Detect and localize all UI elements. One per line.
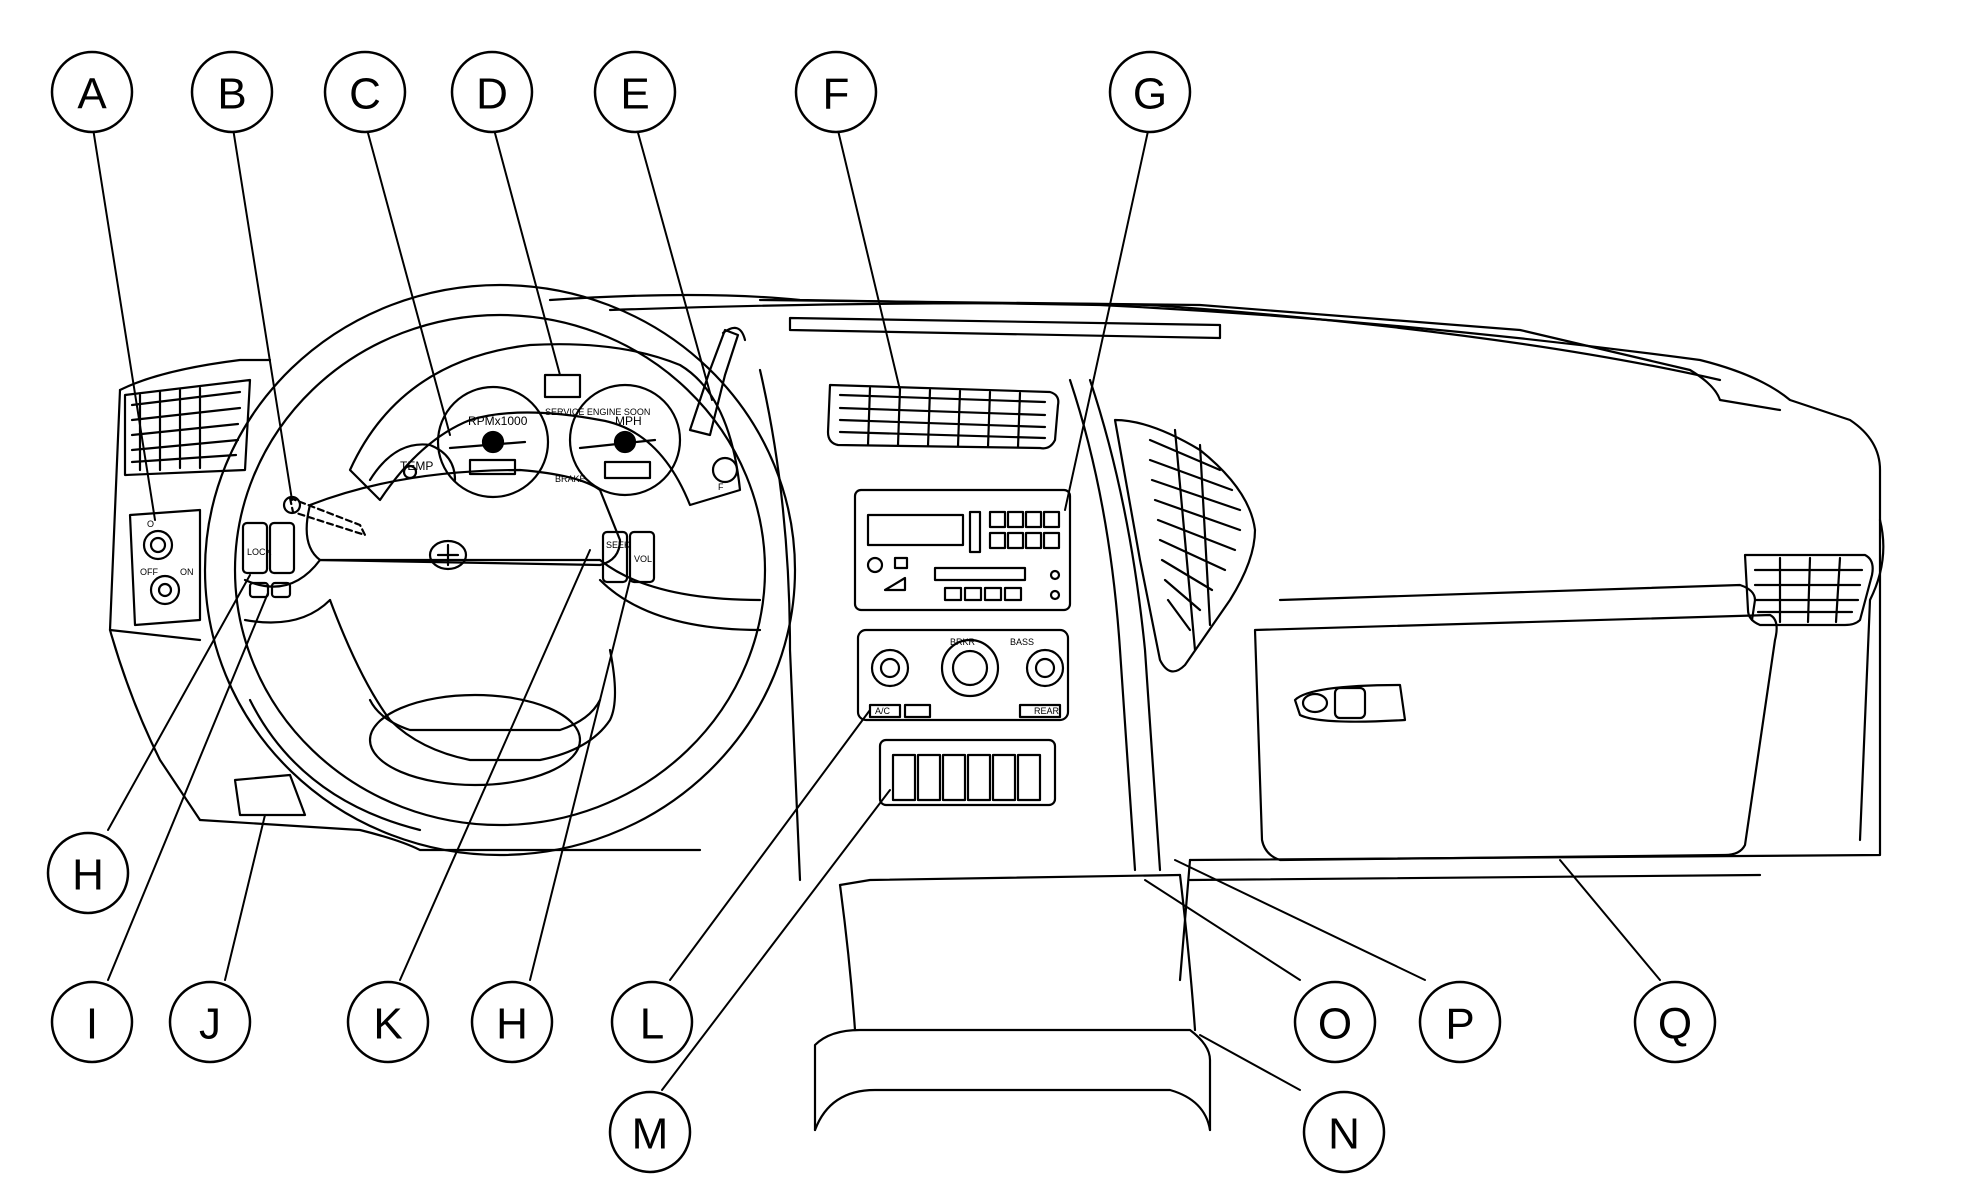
leader-O [1144,879,1301,981]
seek-label: SEEK [606,540,630,550]
fuel-label: F [718,482,724,492]
mph-label: MPH [615,414,642,428]
svg-text:A: A [77,70,107,119]
tach-label: RPMx1000 [468,414,528,428]
svg-text:H: H [496,1000,528,1049]
right-side-vent [1743,553,1874,627]
leader-I [107,592,269,981]
headlamp-label: O [147,519,154,529]
leader-F [835,121,901,391]
svg-text:K: K [373,1000,402,1049]
vol-label: VOL [634,554,652,564]
callout-C: C [323,50,407,134]
ignition-off-label: OFF [140,567,158,577]
svg-text:I: I [86,1000,98,1049]
right-center-vent [1113,418,1257,673]
svg-text:J: J [199,1000,221,1049]
leader-C [364,121,451,436]
multifunction-lever [688,326,747,437]
leader-G [1064,121,1151,511]
leader-Q [1559,859,1661,981]
callout-J: J [168,980,252,1064]
leader-B [231,121,293,501]
center-stack [758,368,1162,882]
service-engine-label: SERVICE ENGINE SOON [545,407,650,417]
callout-H-left: H [46,831,130,915]
leader-E [634,121,713,401]
callout-N: N [1302,1090,1386,1174]
callouts: A B C D E F G H I J K H L M N O P Q [46,50,1717,1174]
callout-F: F [794,50,878,134]
callout-P: P [1418,980,1502,1064]
bass-label: BASS [1010,637,1034,647]
callout-B: B [190,50,274,134]
left-side-vent [123,378,252,477]
hood-release [233,773,307,817]
steering-wheel [203,283,797,857]
callout-H-right: H [470,980,554,1064]
leader-M [661,789,891,1091]
callout-I: I [50,980,134,1064]
svg-text:P: P [1445,1000,1474,1049]
svg-text:Q: Q [1658,1000,1692,1049]
leader-H-right [529,579,631,981]
glove-box [1253,583,1778,862]
callout-Q: Q [1633,980,1717,1064]
svg-text:C: C [349,70,381,119]
svg-text:H: H [72,851,104,900]
turn-signal-lever [282,495,367,537]
instrument-cluster: TEMP RPMx1000 SERVICE ENGINE SOON BRAKE … [348,343,742,507]
climate-control: A/C REAR BRKR BASS [856,628,1070,722]
leader-H-left [107,574,251,831]
callout-A: A [50,50,134,134]
center-vent [826,383,1060,450]
leader-L [669,709,871,981]
callout-G: G [1108,50,1192,134]
leader-N [1199,1034,1301,1091]
callout-L: L [610,980,694,1064]
rear-defog-label: REAR [1034,706,1060,716]
lock-label: LOCK [247,547,272,557]
headlamp-switch-panel: O OFF ON [128,508,202,627]
callout-O: O [1293,980,1377,1064]
svg-text:M: M [632,1110,669,1159]
svg-text:B: B [217,70,246,119]
leader-P [1174,859,1426,981]
svg-text:O: O [1318,1000,1352,1049]
radio-unit [853,488,1072,612]
blower-label: BRKR [950,637,976,647]
callout-K: K [346,980,430,1064]
leader-J [224,814,266,981]
leader-A [91,121,156,521]
leader-D [491,121,561,376]
steering-right-controls: SEEK VOL [601,530,656,584]
leader-K [399,549,591,981]
ignition-on-label: ON [180,567,194,577]
steering-left-controls: LOCK [241,521,296,599]
svg-text:G: G [1133,70,1167,119]
leader-lines [91,121,1661,1091]
svg-text:E: E [620,70,649,119]
temp-gauge-label: TEMP [400,459,433,473]
ac-label: A/C [875,706,891,716]
callout-D: D [450,50,534,134]
dashboard-outline [108,293,1885,982]
switch-bank [878,738,1057,807]
svg-text:L: L [640,1000,664,1049]
svg-text:D: D [476,70,508,119]
svg-text:N: N [1328,1110,1360,1159]
callout-E: E [593,50,677,134]
svg-text:F: F [823,70,850,119]
center-console [813,873,1212,1132]
callout-M: M [608,1090,692,1174]
brake-label: BRAKE [555,474,586,484]
